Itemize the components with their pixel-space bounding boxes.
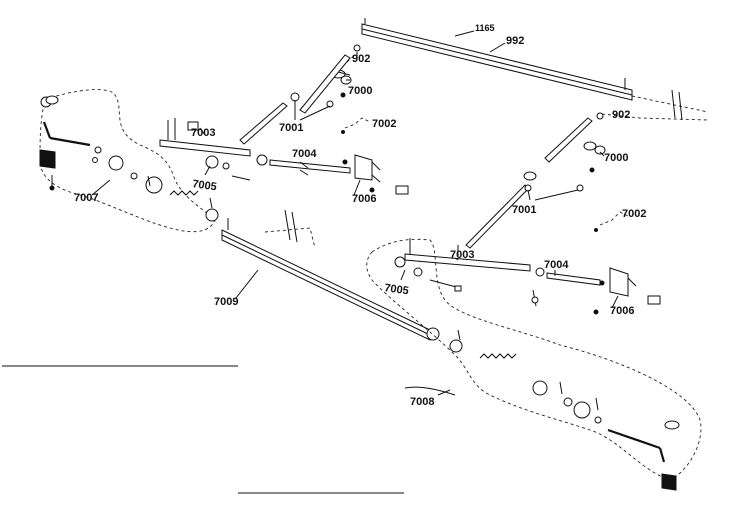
label-7006-right: 7006 [610,305,634,317]
label-7005-right: 7005 [384,282,410,297]
label-992: 992 [506,35,524,47]
left-linkage-assembly [159,118,409,195]
right-linkage-assembly [394,238,661,315]
label-7006-left: 7006 [352,193,376,205]
label-7002-right: 7002 [622,208,646,220]
label-902-upper: 902 [352,53,370,65]
right-upper-hardware [465,112,709,249]
top-rail-992 [361,18,709,121]
lower-rail-7009 [221,209,440,341]
label-7009: 7009 [214,296,238,308]
label-7000-upper: 7000 [348,85,372,97]
label-1165: 1165 [475,23,495,33]
label-7008: 7008 [410,396,434,408]
callout-labels: 1165 992 902 7000 7001 7002 7003 7004 70… [74,23,646,408]
label-7005-left: 7005 [192,178,218,193]
label-902-right: 902 [612,109,630,121]
label-7003-left: 7003 [191,127,215,139]
bracket-7002-right [594,211,629,232]
right-housing-7008 [366,238,702,491]
left-housing-7007 [39,89,219,233]
label-7003-right: 7003 [450,249,474,261]
label-7001-right: 7001 [512,204,536,216]
label-7004-right: 7004 [544,259,569,271]
label-7007: 7007 [74,192,98,204]
leader-lines [91,30,619,396]
label-7002-upper: 7002 [372,118,396,130]
label-7000-right: 7000 [604,152,628,164]
label-7001-upper: 7001 [279,122,303,134]
bracket-7002-left [341,117,371,134]
label-7004-left: 7004 [292,148,317,160]
